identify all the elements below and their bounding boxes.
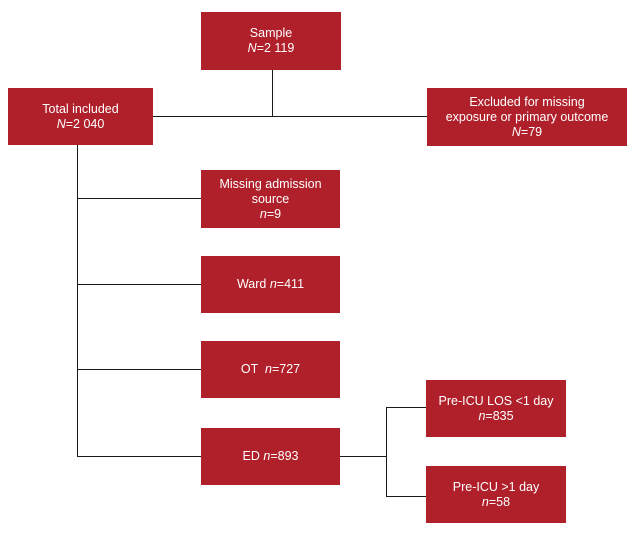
pre-icu-gt1-count: n=58 xyxy=(481,494,511,509)
ot-box: OT n=727 xyxy=(201,341,340,398)
connector-trunk xyxy=(77,145,78,457)
ed-box: ED n=893 xyxy=(201,428,340,485)
connector-missing xyxy=(77,198,201,199)
connector-ot xyxy=(77,369,201,370)
pre-icu-lt1-label: Pre-ICU LOS <1 day xyxy=(438,393,554,408)
ward-label: Ward n=411 xyxy=(236,277,305,291)
total-included-box: Total included N=2 040 xyxy=(8,88,153,145)
missing-admission-box: Missing admission source n=9 xyxy=(201,170,340,228)
connector-ed-branch xyxy=(340,456,386,457)
connector-sample-down xyxy=(272,70,273,117)
excluded-box: Excluded for missing exposure or primary… xyxy=(427,88,627,146)
sample-box: Sample N=2 119 xyxy=(201,12,341,70)
missing-admission-label-line1: Missing admission xyxy=(219,176,322,191)
connector-ed xyxy=(77,456,201,457)
total-included-label: Total included xyxy=(42,101,119,116)
excluded-label-line1: Excluded for missing xyxy=(469,94,585,109)
pre-icu-gt1-label: Pre-ICU >1 day xyxy=(452,479,540,494)
ed-label: ED n=893 xyxy=(242,449,299,463)
connector-gt1 xyxy=(386,496,426,497)
connector-branch-vertical xyxy=(386,407,387,497)
missing-admission-label-line2: source xyxy=(251,191,290,206)
pre-icu-lt1-box: Pre-ICU LOS <1 day n=835 xyxy=(426,380,566,437)
missing-admission-count: n=9 xyxy=(259,206,282,221)
total-included-count: N=2 040 xyxy=(56,116,105,131)
ward-box: Ward n=411 xyxy=(201,256,340,313)
connector-lt1 xyxy=(386,407,426,408)
sample-label: Sample xyxy=(249,26,293,40)
excluded-count: N=79 xyxy=(511,124,543,139)
excluded-label-line2: exposure or primary outcome xyxy=(445,109,609,124)
pre-icu-lt1-count: n=835 xyxy=(478,408,514,423)
connector-total-excluded xyxy=(153,116,427,117)
pre-icu-gt1-box: Pre-ICU >1 day n=58 xyxy=(426,466,566,523)
connector-ward xyxy=(77,284,201,285)
ot-label: OT n=727 xyxy=(240,362,301,376)
sample-count: N=2 119 xyxy=(247,41,295,55)
